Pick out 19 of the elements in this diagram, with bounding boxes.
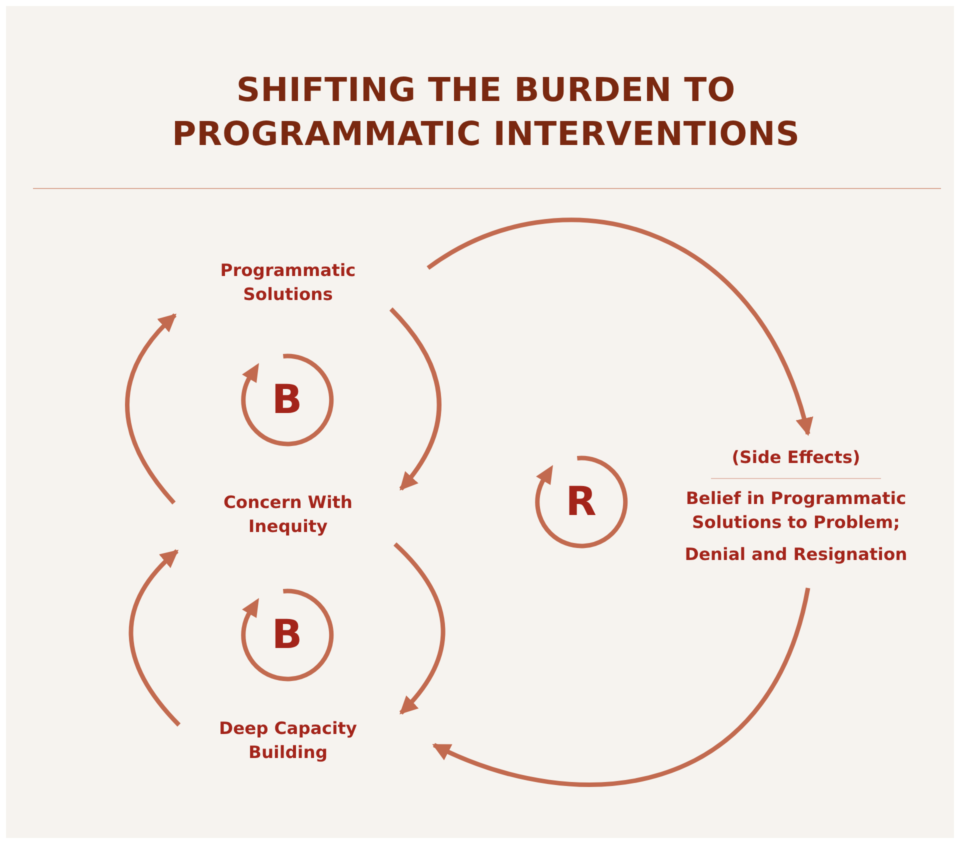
feedback-arrow	[125, 313, 177, 504]
loop-letter: B	[270, 376, 304, 425]
loop-letter: R	[564, 478, 598, 527]
loop-circle	[239, 352, 335, 448]
variable-label: Programmatic Solutions	[219, 260, 357, 307]
variable-label: Deep Capacity Building	[218, 718, 358, 765]
side-effects-label: Denial and Resignation	[684, 544, 908, 567]
side-effects-label: Belief in Programmatic Solutions to Problem;	[684, 488, 908, 535]
loop-letter: B	[270, 611, 304, 660]
diagram-title: SHIFTING THE BURDEN TO PROGRAMMATIC INTERVENTIONS	[170, 69, 802, 155]
feedback-arrow	[393, 542, 446, 715]
loop-circle	[239, 587, 335, 683]
feedback-arrow	[432, 587, 810, 787]
variable-label: Concern With Inequity	[222, 492, 354, 539]
feedback-arrow	[128, 549, 181, 727]
feedback-arrow	[389, 307, 442, 491]
feedback-arrow	[426, 218, 812, 436]
loop-circle	[533, 454, 629, 550]
side-effects-label: (Side Effects)	[711, 446, 881, 479]
